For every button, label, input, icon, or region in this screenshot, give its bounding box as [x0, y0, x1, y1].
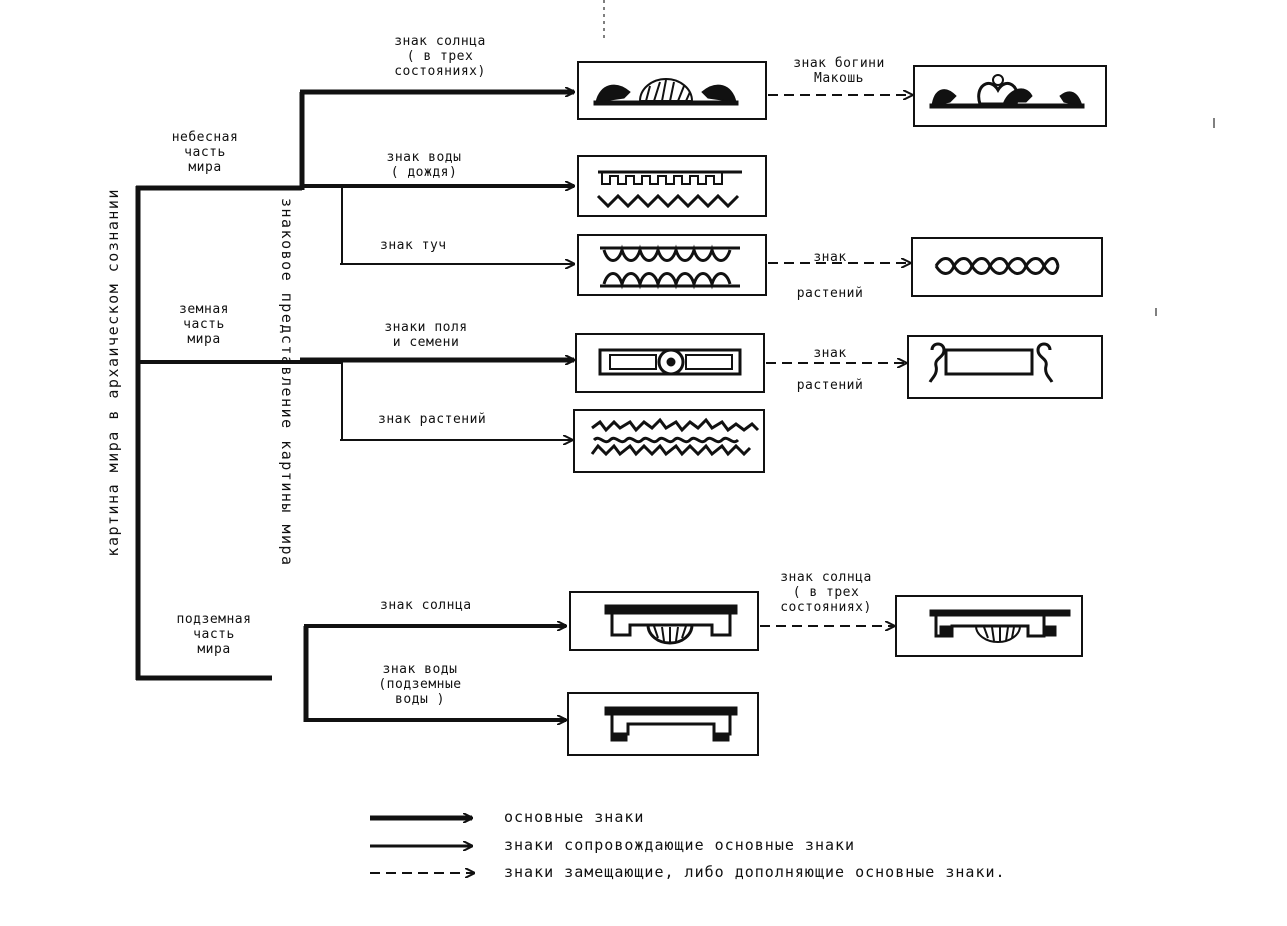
ornament-plants-a-icon: [934, 257, 1060, 275]
vertical-label-worldview: картина мира в архаическом сознании: [104, 188, 122, 557]
box-water: [577, 155, 767, 217]
ornament-sun3-b-icon: [929, 609, 1071, 643]
ornament-plants-b-icon: [928, 342, 1054, 383]
sign-boxes: [567, 61, 1107, 756]
legend-accompanying-signs: знаки сопровождающие основные знаки: [504, 836, 856, 854]
label-sun: знак солнца: [380, 598, 472, 613]
box-plants-b: [907, 335, 1103, 399]
ornament-goddess-icon: [929, 74, 1085, 109]
ornament-plants-icon: [590, 417, 760, 457]
legend-main-signs: основные знаки: [504, 808, 645, 826]
label-clouds: знак туч: [380, 238, 447, 253]
ornament-sun3-icon: [593, 78, 739, 106]
scan-artifacts: [603, 0, 1215, 316]
label-plants: знак растений: [378, 412, 487, 427]
ornament-underwater-icon: [604, 706, 738, 742]
ornament-sun-icon: [604, 604, 738, 645]
legend-arrows: [370, 818, 474, 873]
label-water-rain: знак воды( дождя): [386, 150, 462, 180]
main-tree-lines: [135, 92, 912, 722]
legend-substituting-signs: знаки замещающие, либо дополняющие основ…: [504, 863, 1006, 881]
ornament-field-icon: [598, 348, 742, 376]
ornament-water-icon: [596, 170, 742, 209]
vertical-label-sign-representation: знаковое представление картины мира: [278, 198, 296, 567]
ornament-clouds-icon: [600, 244, 740, 290]
